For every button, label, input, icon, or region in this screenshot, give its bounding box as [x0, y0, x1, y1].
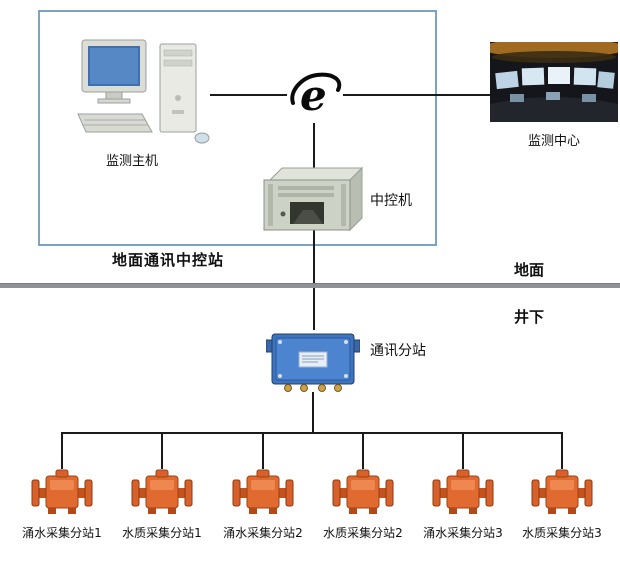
- flow-meter-icon-1: [30, 468, 94, 516]
- ground-station-label: 地面通讯中控站: [112, 251, 225, 269]
- connector-host-network-center: [210, 94, 492, 96]
- control-machine-image: [262, 166, 364, 232]
- device-label-2: 水质采集分站1: [122, 526, 202, 540]
- drop-line-1: [61, 432, 63, 469]
- device-label-1: 涌水采集分站1: [22, 526, 102, 540]
- device-label-6: 水质采集分站3: [522, 526, 602, 540]
- flow-meter-icon-5: [431, 468, 495, 516]
- flow-meter-icon-6: [530, 468, 594, 516]
- substation-image: [265, 328, 361, 394]
- monitoring-center-image: [482, 38, 620, 122]
- junction-box-icon: [265, 333, 361, 392]
- ground-station-box: [38, 10, 437, 246]
- substation-label: 通讯分站: [370, 343, 426, 359]
- control-machine-label: 中控机: [370, 193, 412, 209]
- connector-network-to-control: [313, 120, 315, 168]
- drop-line-4: [362, 432, 364, 469]
- flow-meter-icon-4: [331, 468, 395, 516]
- control-room-photo-icon: [482, 38, 620, 122]
- drop-line-6: [561, 432, 563, 469]
- underground-label: 井下: [514, 308, 545, 326]
- internet-e-icon: e: [287, 67, 343, 123]
- drop-line-3: [262, 432, 264, 469]
- flow-meter-icon-2: [130, 468, 194, 516]
- monitoring-host-image: [68, 36, 213, 148]
- device-label-4: 水质采集分站2: [323, 526, 403, 540]
- connector-substation-to-bus: [312, 392, 314, 434]
- device-label-5: 涌水采集分站3: [423, 526, 503, 540]
- connector-control-to-substation: [313, 230, 315, 330]
- monitoring-host-label: 监测主机: [105, 154, 158, 169]
- desktop-computer-icon: [77, 39, 210, 144]
- drop-line-2: [161, 432, 163, 469]
- surface-label: 地面: [514, 261, 545, 279]
- drop-line-5: [462, 432, 464, 469]
- monitoring-center-label: 监测中心: [527, 134, 580, 149]
- device-label-3: 涌水采集分站2: [223, 526, 303, 540]
- surface-underground-divider: [0, 283, 620, 288]
- bus-line: [61, 432, 563, 434]
- rack-server-icon: [263, 166, 364, 232]
- flow-meter-icon-3: [231, 468, 295, 516]
